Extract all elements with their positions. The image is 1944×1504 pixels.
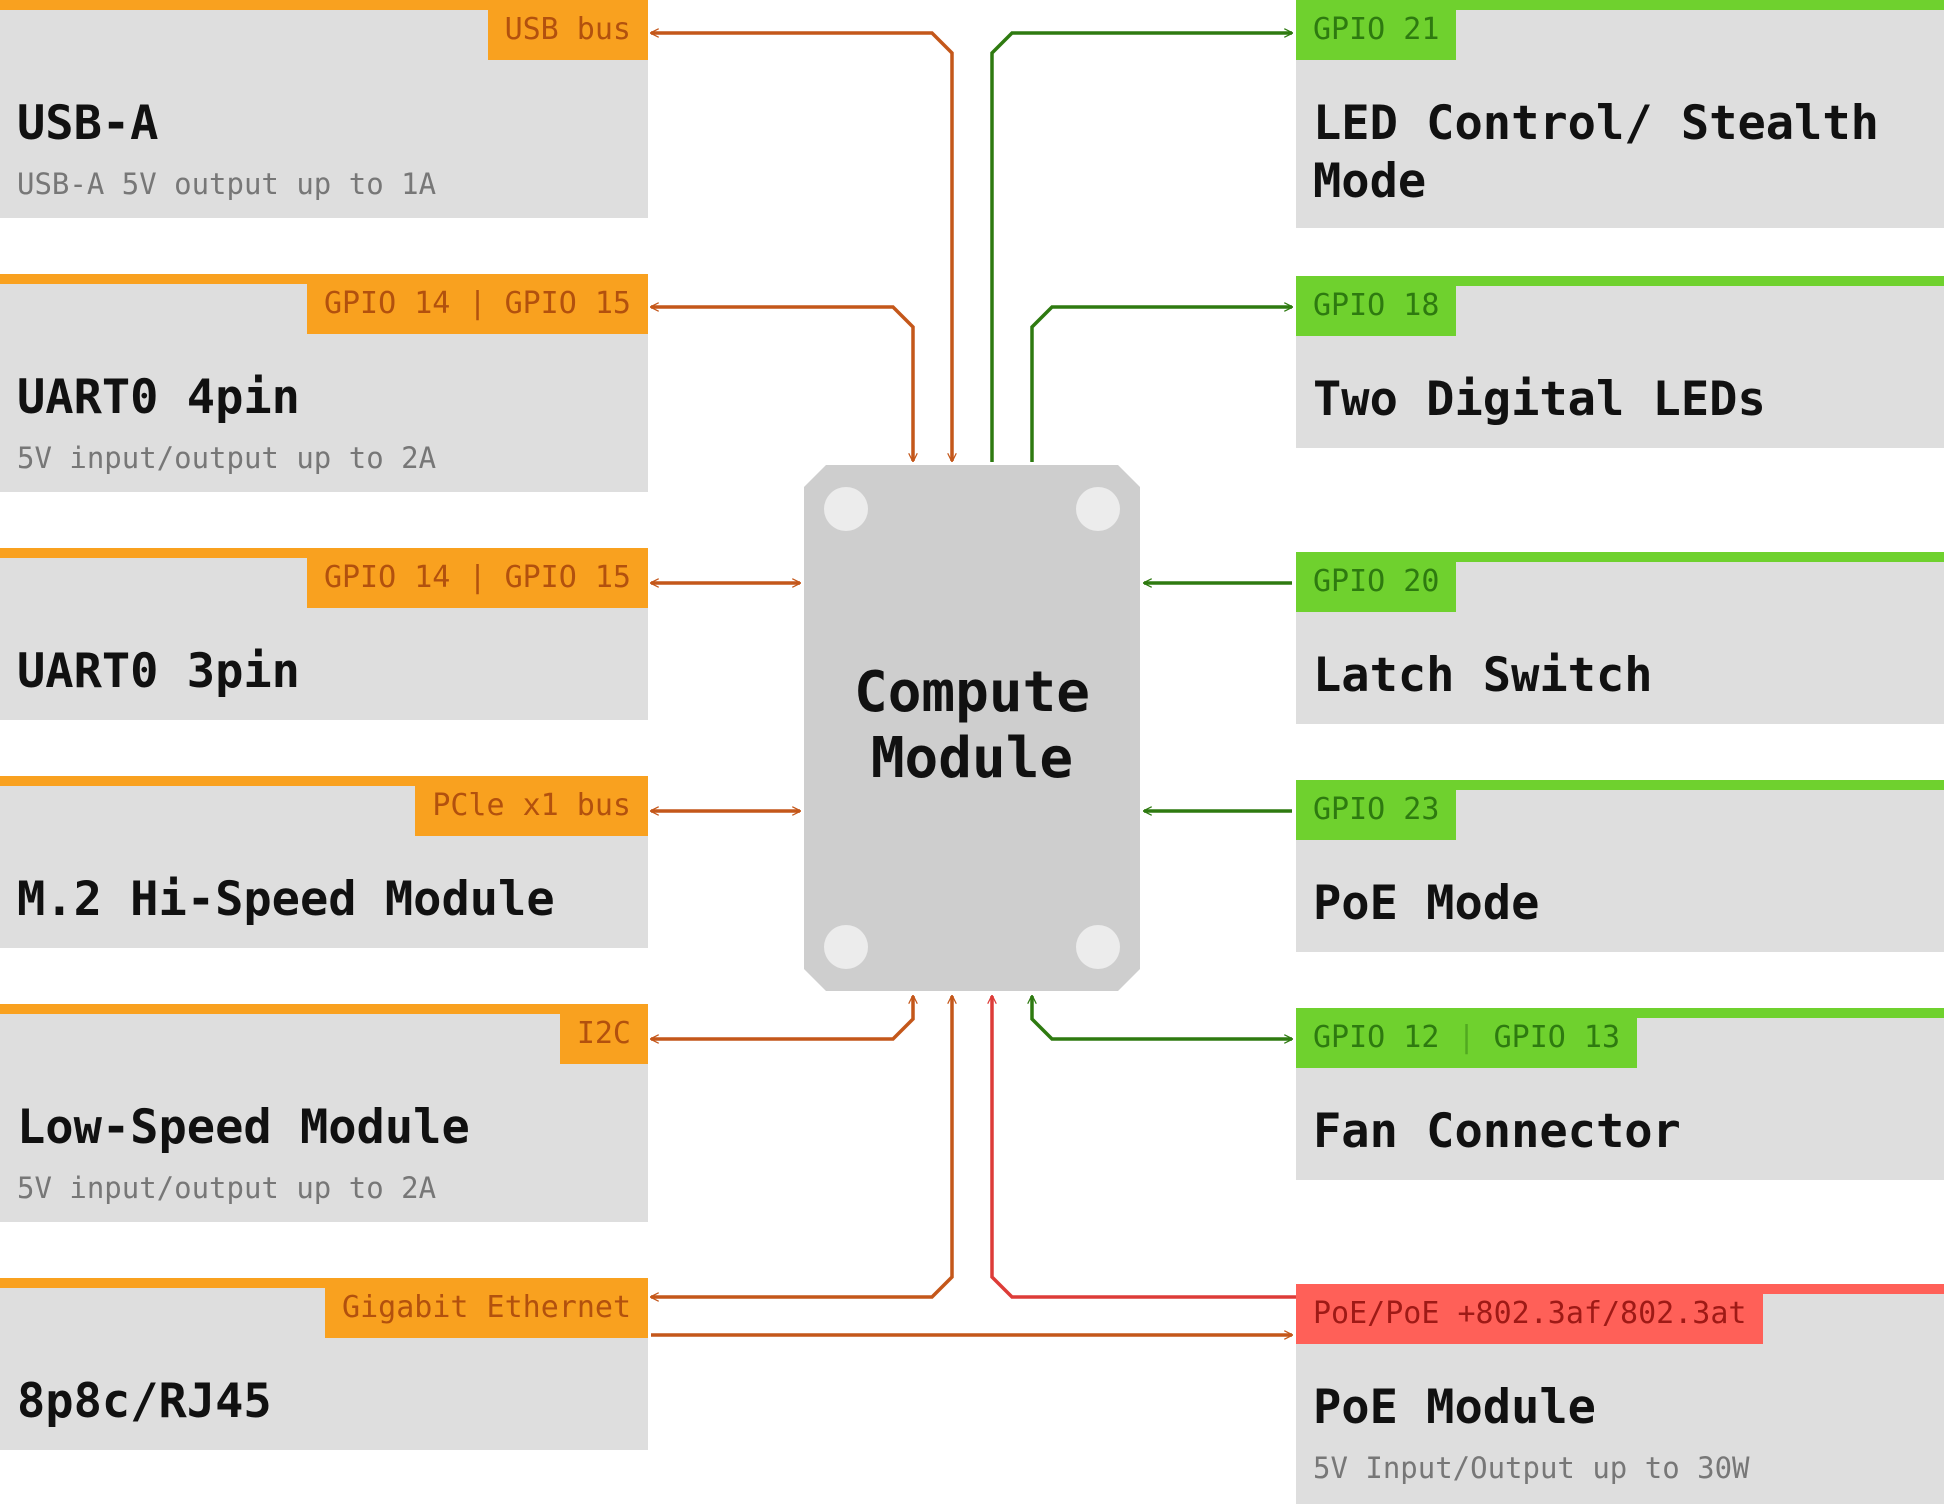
wire-low-speed <box>651 996 913 1039</box>
tag-gpio-20: GPIO 20 <box>1296 552 1457 612</box>
block-fan-connector: GPIO 12 | GPIO 13 Fan Connector <box>1296 1008 1944 1180</box>
block-title: Two Digital LEDs <box>1313 372 1766 427</box>
block-usb-a: USB bus USB-A USB-A 5V output up to 1A <box>0 0 648 218</box>
wire-usb-a <box>651 33 952 461</box>
block-title: M.2 Hi-Speed Module <box>17 872 555 927</box>
compute-module-title: Compute Module <box>853 660 1090 791</box>
block-title-line2: Mode <box>1313 154 1427 209</box>
mounting-hole <box>824 925 868 969</box>
mounting-hole <box>1076 925 1120 969</box>
wire-ethernet-up <box>651 996 952 1297</box>
block-title: 8p8c/RJ45 <box>17 1374 272 1429</box>
block-title: Fan Connector <box>1313 1104 1681 1159</box>
block-led-control: GPIO 21 LED Control/ Stealth Mode <box>1296 0 1944 228</box>
block-title-line1: LED Control/ Stealth <box>1313 96 1879 151</box>
block-title: UART0 4pin <box>17 370 300 425</box>
block-title: UART0 3pin <box>17 644 300 699</box>
block-subtitle: 5V Input/Output up to 30W <box>1313 1451 1750 1485</box>
block-title: USB-A <box>17 96 159 151</box>
block-m2-module: PCle x1 bus M.2 Hi-Speed Module <box>0 776 648 948</box>
block-subtitle: USB-A 5V output up to 1A <box>17 167 437 201</box>
block-title: Latch Switch <box>1313 648 1653 703</box>
block-subtitle: 5V input/output up to 2A <box>17 1171 437 1205</box>
wire-poe-module <box>992 996 1296 1299</box>
block-rj45: Gigabit Ethernet 8p8c/RJ45 <box>0 1278 648 1450</box>
block-low-speed-module: I2C Low-Speed Module 5V input/output up … <box>0 1004 648 1222</box>
block-poe-module: PoE/PoE +802.3af/802.3at PoE Module 5V I… <box>1296 1284 1944 1504</box>
tag-gpio-12-13: GPIO 12 | GPIO 13 <box>1296 1008 1638 1068</box>
mounting-hole <box>1076 487 1120 531</box>
tag-gpio-18: GPIO 18 <box>1296 276 1457 336</box>
tag-gpio-14-15: GPIO 14 | GPIO 15 <box>306 274 648 334</box>
block-title: PoE Mode <box>1313 876 1540 931</box>
tag-gpio-21: GPIO 21 <box>1296 0 1457 60</box>
tag-gpio-23: GPIO 23 <box>1296 780 1457 840</box>
block-title: Low-Speed Module <box>17 1100 470 1155</box>
tag-usb-bus: USB bus <box>487 0 648 60</box>
wire-led-control <box>990 33 1292 462</box>
block-subtitle: 5V input/output up to 2A <box>17 441 437 475</box>
block-poe-mode: GPIO 23 PoE Mode <box>1296 780 1944 952</box>
tag-i2c: I2C <box>559 1004 648 1064</box>
compute-module: Compute Module <box>804 465 1140 991</box>
wire-fan <box>1032 996 1292 1039</box>
block-title: PoE Module <box>1313 1380 1596 1435</box>
block-uart0-4pin: GPIO 14 | GPIO 15 UART0 4pin 5V input/ou… <box>0 274 648 492</box>
block-uart0-3pin: GPIO 14 | GPIO 15 UART0 3pin <box>0 548 648 720</box>
block-latch-switch: GPIO 20 Latch Switch <box>1296 552 1944 724</box>
tag-gpio-14-15: GPIO 14 | GPIO 15 <box>306 548 648 608</box>
mounting-hole <box>824 487 868 531</box>
tag-gigabit-ethernet: Gigabit Ethernet <box>325 1278 648 1338</box>
tag-poe-standard: PoE/PoE +802.3af/802.3at <box>1296 1284 1764 1344</box>
tag-pcie-bus: PCle x1 bus <box>415 776 648 836</box>
wire-digital-leds <box>1030 307 1292 462</box>
block-two-digital-leds: GPIO 18 Two Digital LEDs <box>1296 276 1944 448</box>
wire-uart-4pin <box>651 307 913 461</box>
